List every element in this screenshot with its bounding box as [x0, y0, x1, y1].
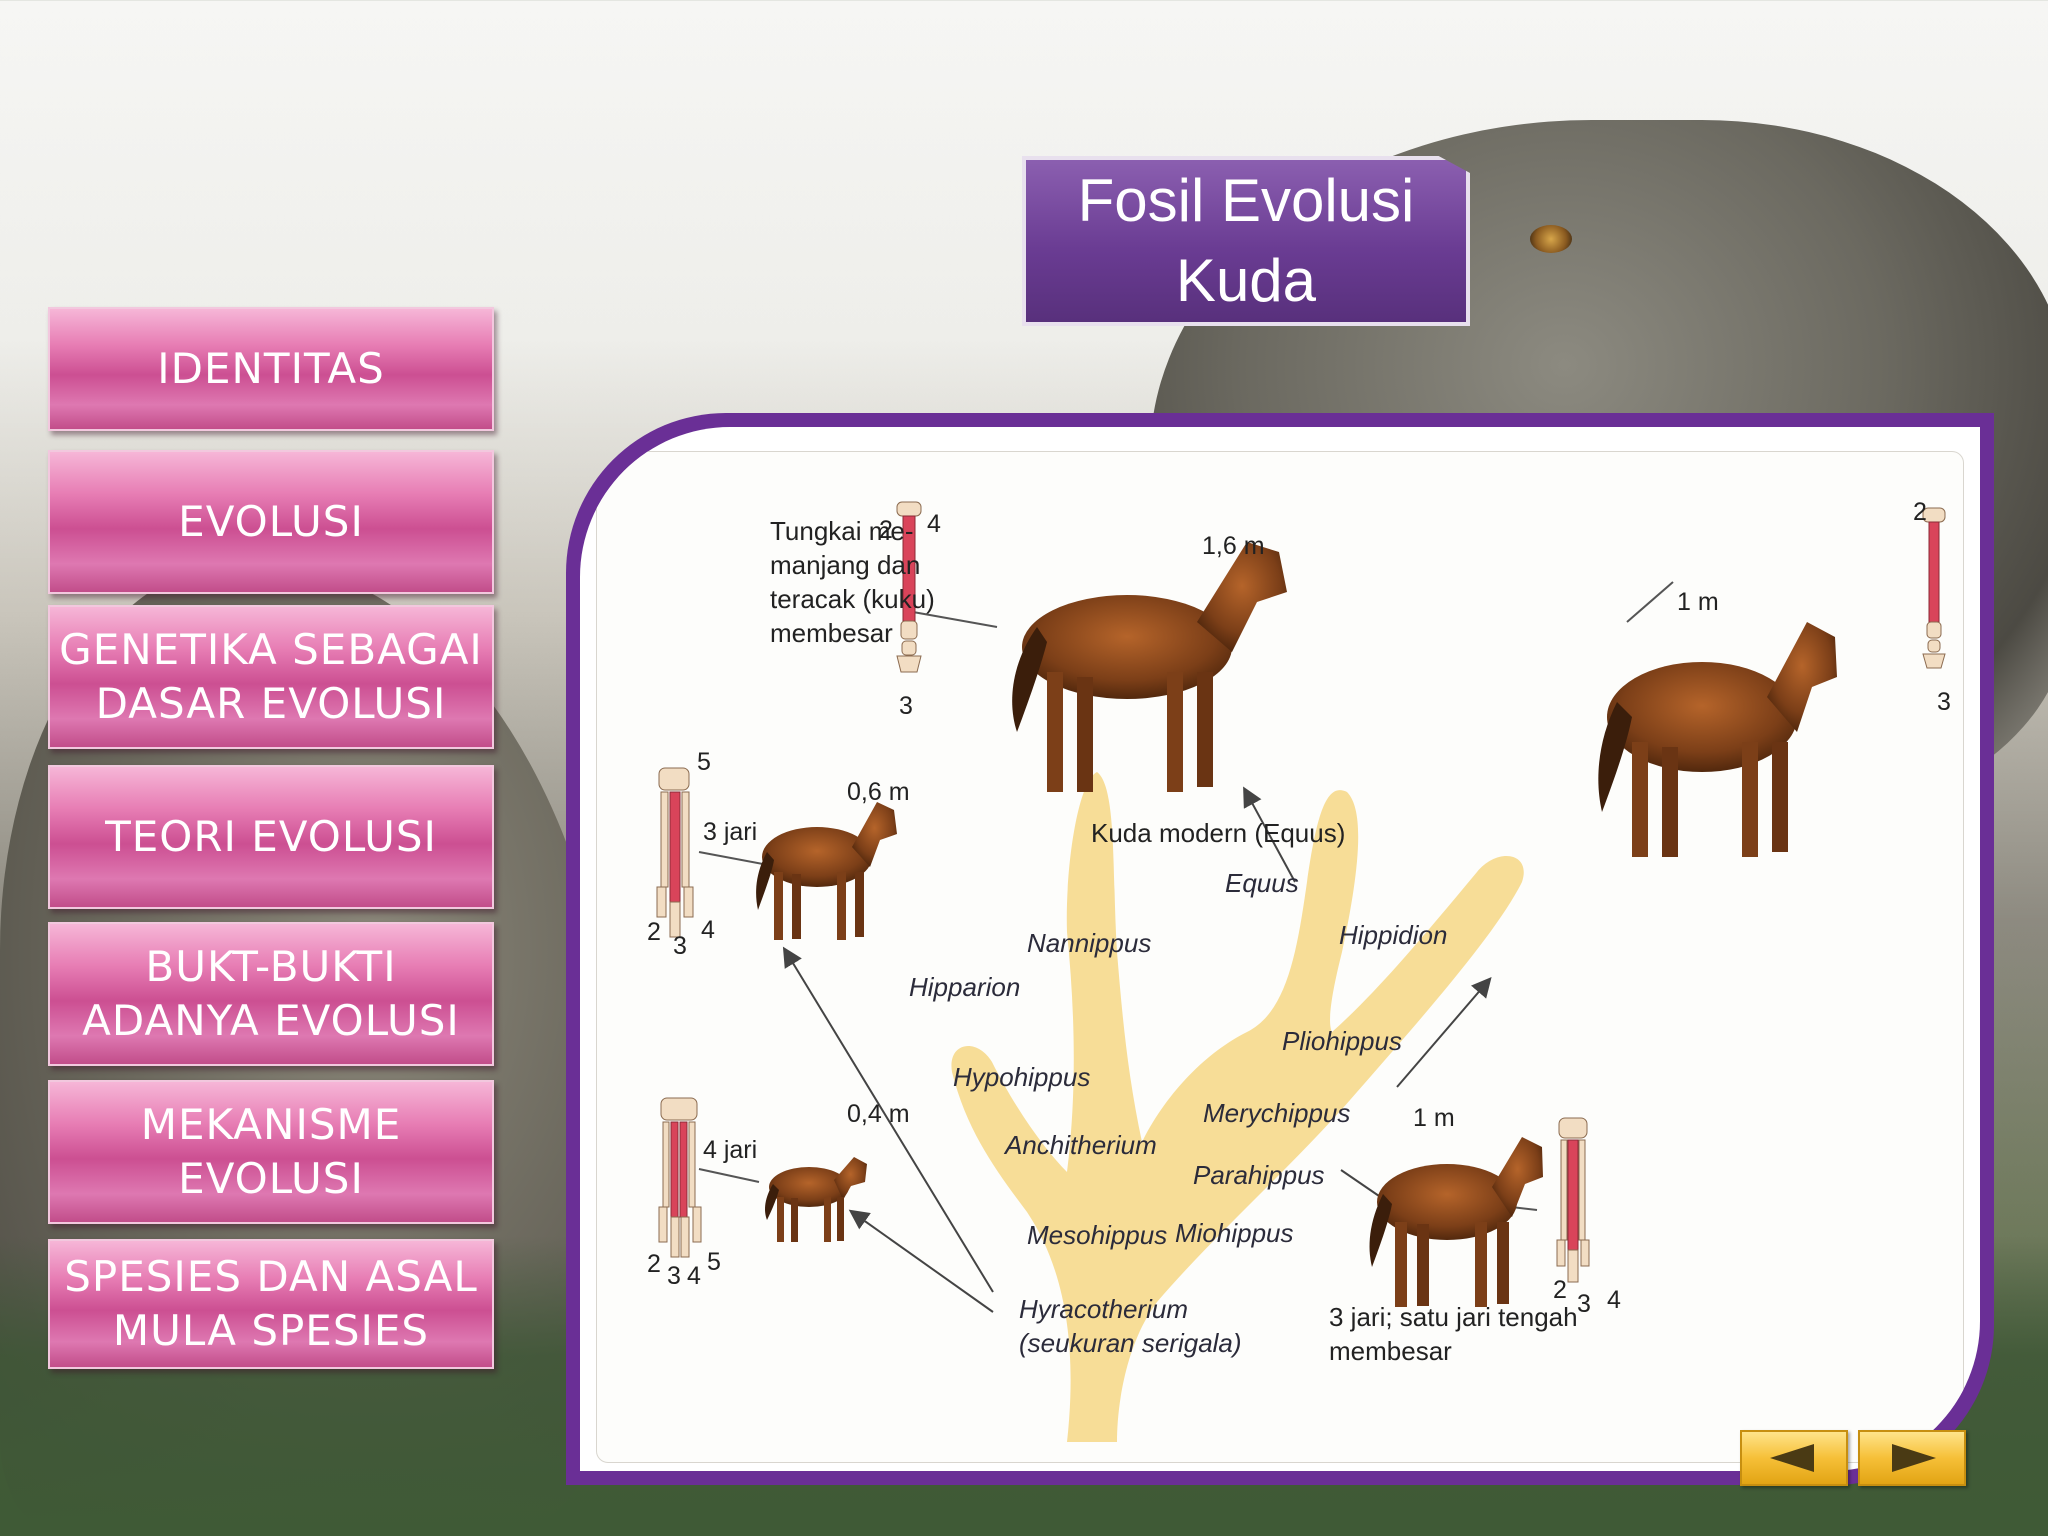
size-mesohippus: 0,6 m: [847, 778, 910, 806]
digit-label: 5: [707, 1248, 721, 1276]
horse-evolution-figure: Tungkai me- manjang dan teracak (kuku) m…: [596, 451, 1964, 1463]
digit-label: 5: [697, 748, 711, 776]
phylogeny-tree: [951, 772, 1524, 1442]
genus-merychippus: Merychippus: [1203, 1098, 1351, 1128]
nav-button-bukti-evolusi[interactable]: BUKT-BUKTI ADANYA EVOLUSI: [48, 922, 494, 1066]
content-panel: Tungkai me- manjang dan teracak (kuku) m…: [566, 413, 1994, 1485]
arrow-hippidion: [1396, 976, 1492, 1088]
size-merychippus: 1 m: [1413, 1104, 1455, 1132]
digit-label: 4: [687, 1262, 701, 1290]
digit-label: 3: [899, 692, 913, 720]
toe-label-4-jari: 4 jari: [703, 1136, 758, 1164]
digit-label: 3: [673, 932, 687, 960]
genus-nannippus: Nannippus: [1027, 928, 1152, 958]
genus-equus: Equus: [1225, 868, 1299, 898]
slide-title-box: Fosil Evolusi Kuda: [1022, 156, 1470, 326]
nav-button-mekanisme-evolusi[interactable]: MEKANISME EVOLUSI: [48, 1080, 494, 1224]
foot-bone-merychippus: [1556, 1117, 1590, 1283]
digit-label: 4: [927, 510, 941, 538]
foot-bone-equus: [896, 501, 922, 673]
genus-pliohippus: Pliohippus: [1282, 1026, 1402, 1056]
digit-label: 3: [1577, 1290, 1591, 1318]
modern-horse-caption: Kuda modern (Equus): [1091, 818, 1346, 848]
genus-hippidion: Hippidion: [1339, 920, 1448, 950]
size-hippidion: 1 m: [1677, 588, 1719, 616]
foot-bone-mesohippus: [656, 767, 694, 938]
next-slide-button[interactable]: [1858, 1430, 1966, 1486]
digit-label: 3: [1937, 688, 1951, 716]
digit-label: 2: [647, 1250, 661, 1278]
genus-anchitherium: Anchitherium: [1005, 1130, 1157, 1160]
arrow-equus: [1243, 786, 1296, 883]
genus-mesohippus: Mesohippus: [1027, 1220, 1168, 1250]
size-hyracotherium: 0,4 m: [847, 1100, 910, 1128]
arrow-hyracotherium: [848, 1209, 994, 1313]
genus-hipparion: Hipparion: [909, 972, 1021, 1002]
horse-equus-illustration: [1012, 542, 1287, 792]
digit-label: 2: [879, 516, 893, 544]
slide-title: Fosil Evolusi Kuda: [1077, 167, 1415, 314]
genus-parahippus: Parahippus: [1193, 1160, 1325, 1190]
nav-button-identitas[interactable]: IDENTITAS: [48, 307, 494, 431]
nav-button-spesies[interactable]: SPESIES DAN ASAL MULA SPESIES: [48, 1239, 494, 1369]
digit-label: 2: [1913, 498, 1927, 526]
digit-label: 2: [1553, 1276, 1567, 1304]
nav-button-genetika[interactable]: GENETIKA SEBAGAI DASAR EVOLUSI: [48, 605, 494, 749]
horse-hyracotherium-illustration: [765, 1157, 867, 1242]
genus-miohippus: Miohippus: [1175, 1218, 1294, 1248]
nav-button-evolusi[interactable]: EVOLUSI: [48, 450, 494, 594]
horse-hippidion-illustration: [1598, 622, 1837, 857]
digit-label: 3: [667, 1262, 681, 1290]
figure-drawing: [656, 501, 1946, 1442]
genus-hypohippus: Hypohippus: [953, 1062, 1091, 1092]
left-triangle-icon: [1770, 1444, 1814, 1472]
digit-label: 4: [701, 916, 715, 944]
content-panel-inner: Tungkai me- manjang dan teracak (kuku) m…: [580, 427, 1980, 1471]
arrow-mesohippus: [782, 946, 994, 1293]
foot-bone-hyracotherium: [658, 1097, 702, 1258]
merychippus-toe-description: 3 jari; satu jari tengah membesar: [1329, 1302, 1578, 1366]
previous-slide-button[interactable]: [1740, 1430, 1848, 1486]
horse-merychippus-illustration: [1369, 1137, 1543, 1307]
horse-mesohippus-illustration: [756, 802, 897, 940]
foot-bone-hippidion: [1922, 507, 1946, 669]
dinosaur-eye: [1530, 225, 1572, 253]
toe-label-3-jari: 3 jari: [703, 818, 758, 846]
right-triangle-icon: [1892, 1444, 1936, 1472]
genus-hyracotherium: Hyracotherium (seukuran serigala): [1019, 1294, 1242, 1358]
limb-description: Tungkai me- manjang dan teracak (kuku) m…: [770, 516, 935, 648]
digit-label: 2: [647, 918, 661, 946]
size-equus: 1,6 m: [1202, 532, 1265, 560]
nav-button-teori-evolusi[interactable]: TEORI EVOLUSI: [48, 765, 494, 909]
digit-label: 4: [1607, 1286, 1621, 1314]
